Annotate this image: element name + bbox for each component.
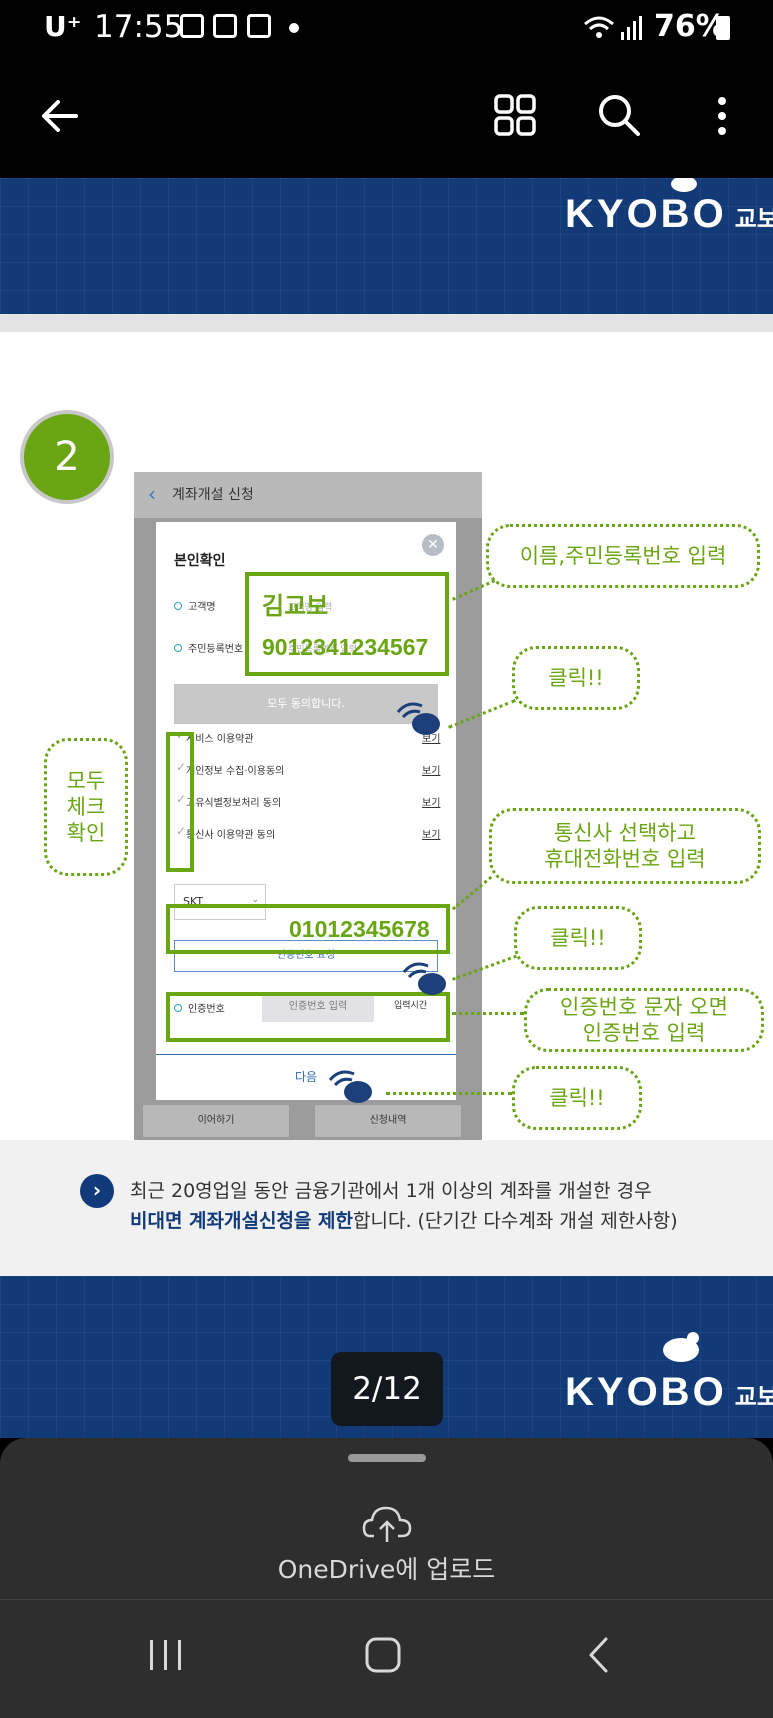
term-view-link: 보기 (422, 830, 441, 841)
request-code-button: 인증번호 요청 (174, 940, 438, 972)
hand-pointer-icon (328, 1070, 372, 1103)
phone-header: ‹ 계좌개설 신청 (134, 472, 482, 518)
kyobo-bird-icon (671, 178, 697, 192)
chevron-right-icon: › (80, 1174, 114, 1208)
verification-sheet: 본인확인 ✕ 고객명 고객명 입력 주민등록번호 주민등록번호 입력 모두 동의… (156, 522, 456, 1100)
term-view-link: 보기 (422, 798, 441, 809)
divider-band (0, 314, 773, 332)
notice-line-2: 비대면 계좌개설신청을 제한합니다. (단기간 다수계좌 개설 제한사항) (130, 1210, 678, 1232)
auth-code-highlight (166, 992, 450, 1042)
check-icon: ✓ (176, 760, 187, 774)
grid-view-icon[interactable] (494, 94, 536, 136)
teams-notification-icon (213, 14, 237, 38)
rrn-label: 주민등록번호 (174, 640, 243, 655)
auth-code-input: 인증번호 입력 (262, 992, 374, 1022)
carrier-phone-callout: 통신사 선택하고 휴대전화번호 입력 (489, 808, 761, 884)
click-callout: 클릭!! (512, 1066, 642, 1130)
hand-pointer-icon (396, 702, 440, 735)
term-label: 서비스 이용약관 (186, 734, 254, 745)
carrier-label: U⁺ (44, 10, 82, 43)
click-callout: 클릭!! (512, 646, 640, 710)
teams-notification-icon (247, 14, 271, 38)
chevron-down-icon: ⌄ (251, 895, 259, 905)
name-value: 김교보 (262, 593, 329, 620)
click-callout: 클릭!! (514, 906, 642, 970)
notice-box: › 최근 20영업일 동안 금융기관에서 1개 이상의 계좌를 개설한 경우 비… (0, 1140, 773, 1276)
name-rrn-highlight (245, 572, 449, 676)
connector-line (452, 1012, 524, 1015)
kyobo-logo: KYOBO교보증권 (565, 1332, 773, 1415)
cloud-upload-icon[interactable] (362, 1504, 412, 1544)
sheet-title: 본인확인 (174, 553, 226, 569)
battery-icon (716, 16, 730, 40)
sheet-drag-handle[interactable] (348, 1454, 426, 1462)
continue-button: 이어하기 (142, 1104, 290, 1138)
notice-line-1: 최근 20영업일 동안 금융기관에서 1개 이상의 계좌를 개설한 경우 (130, 1180, 652, 1202)
status-time: 17:55 (94, 9, 184, 45)
phone-screen-title: 계좌개설 신청 (172, 487, 254, 503)
auth-label: 인증번호 (174, 1000, 225, 1015)
history-button: 신청내역 (314, 1104, 462, 1138)
name-rrn-callout: 이름,주민등록번호 입력 (486, 524, 760, 588)
close-icon: ✕ (422, 534, 444, 556)
rrn-placeholder: 주민등록번호 입력 (288, 645, 358, 655)
check-all-callout: 모두 체크 확인 (44, 738, 128, 876)
app-bar (0, 56, 773, 178)
search-icon[interactable] (596, 92, 642, 138)
back-icon[interactable] (586, 1636, 612, 1674)
more-vert-icon[interactable] (712, 96, 732, 136)
phone-back-icon: ‹ (148, 482, 156, 506)
step-number-badge: 2 (20, 410, 114, 504)
navigation-bar (0, 1600, 773, 1718)
term-label: 개인정보 수집·이용동의 (186, 766, 285, 777)
term-view-link: 보기 (422, 766, 441, 777)
name-label: 고객명 (174, 598, 216, 613)
status-bar: U⁺ 17:55 76% (0, 0, 773, 56)
battery-percent: 76% (654, 9, 726, 44)
recent-apps-icon[interactable] (146, 1638, 186, 1672)
name-placeholder: 고객명 입력 (288, 603, 333, 613)
term-label: 고유식별정보처리 동의 (186, 798, 282, 809)
checkbox-highlight (166, 732, 194, 872)
bottom-sheet: OneDrive에 업로드 (0, 1438, 773, 1600)
auth-time-label: 입력시간 (394, 1001, 428, 1011)
check-icon: ✓ (176, 824, 187, 838)
auth-code-callout: 인증번호 문자 오면 인증번호 입력 (524, 988, 764, 1052)
term-label: 통신사 이용약관 동의 (186, 830, 276, 841)
page-indicator: 2/12 (331, 1352, 443, 1426)
kyobo-bird-icon (663, 1332, 699, 1362)
sheet-divider (0, 1599, 773, 1600)
kyobo-logo: KYOBO교보증권 (565, 178, 773, 237)
check-icon: ✓ (176, 792, 187, 806)
onedrive-upload-button[interactable]: OneDrive에 업로드 (277, 1555, 496, 1584)
next-button: 다음 (156, 1054, 456, 1100)
document-page[interactable]: KYOBO교보증권 2 ‹ 계좌개설 신청 본인확인 ✕ 고객명 고객명 입력 … (0, 178, 773, 1438)
home-icon[interactable] (364, 1636, 402, 1674)
wifi-signal-icon (584, 16, 642, 40)
rrn-value: 9012341234567 (262, 634, 429, 660)
top-banner: KYOBO교보증권 (0, 178, 773, 314)
hand-pointer-icon (402, 962, 446, 995)
phone-number-highlight (166, 904, 450, 954)
more-notifications-icon (289, 23, 299, 33)
phone-value: 01012345678 (289, 916, 430, 942)
phone-mockup: ‹ 계좌개설 신청 본인확인 ✕ 고객명 고객명 입력 주민등록번호 주민등록번… (134, 472, 482, 1150)
term-view-link: 보기 (422, 734, 441, 745)
back-arrow-icon[interactable] (40, 96, 80, 136)
connector-line (386, 1092, 512, 1095)
gallery-notification-icon (180, 14, 204, 38)
agree-all-button: 모두 동의합니다. (174, 684, 438, 724)
